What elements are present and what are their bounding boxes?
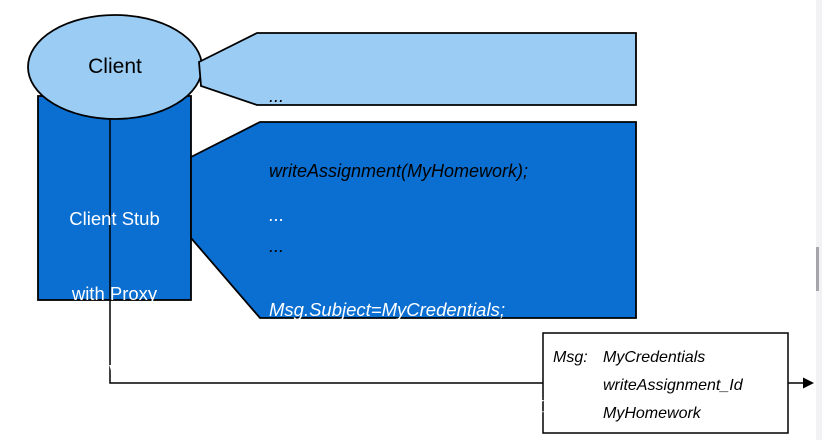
arrowhead-icon xyxy=(803,377,814,389)
message-value: writeAssignment_Id xyxy=(603,377,743,394)
code-line: writeAssignment(MyHomework); xyxy=(269,161,529,181)
stub-label-line: Client Stub xyxy=(69,208,160,229)
message-box xyxy=(542,332,789,434)
client-stub-label: Client Stub with Proxy (here without PEP… xyxy=(38,156,191,440)
client-code-callout xyxy=(198,32,637,106)
stub-label-line: with Proxy xyxy=(71,283,158,304)
client-label: Client xyxy=(88,55,142,78)
stub-label-line: (here without xyxy=(61,358,168,379)
code-line: ... xyxy=(269,204,285,225)
client-code-text: ... writeAssignment(MyHomework); ... xyxy=(269,34,629,309)
stub-code-text: ... Msg.Subject=MyCredentials; Msg.Metho… xyxy=(269,136,631,440)
message-label: Msg: xyxy=(553,349,588,366)
message-value: MyHomework xyxy=(603,405,701,422)
stub-label-line: PEP and PDP) xyxy=(38,431,191,440)
message-box-text: Msg: MyCredentials writeAssignment_Id My… xyxy=(553,344,781,428)
code-line: ... xyxy=(269,236,285,256)
code-line: ... xyxy=(269,86,285,106)
code-line: Msg.Method_Id=writeAssignment_Id; xyxy=(269,393,574,414)
message-value: MyCredentials xyxy=(603,349,706,366)
scrollbar-track[interactable] xyxy=(816,0,822,440)
scrollbar-thumb[interactable] xyxy=(816,247,819,291)
stub-code-callout xyxy=(190,121,637,319)
code-line: Msg.Subject=MyCredentials; xyxy=(269,298,505,320)
client-stub-box xyxy=(37,95,192,301)
message-flow-connector xyxy=(109,67,543,384)
